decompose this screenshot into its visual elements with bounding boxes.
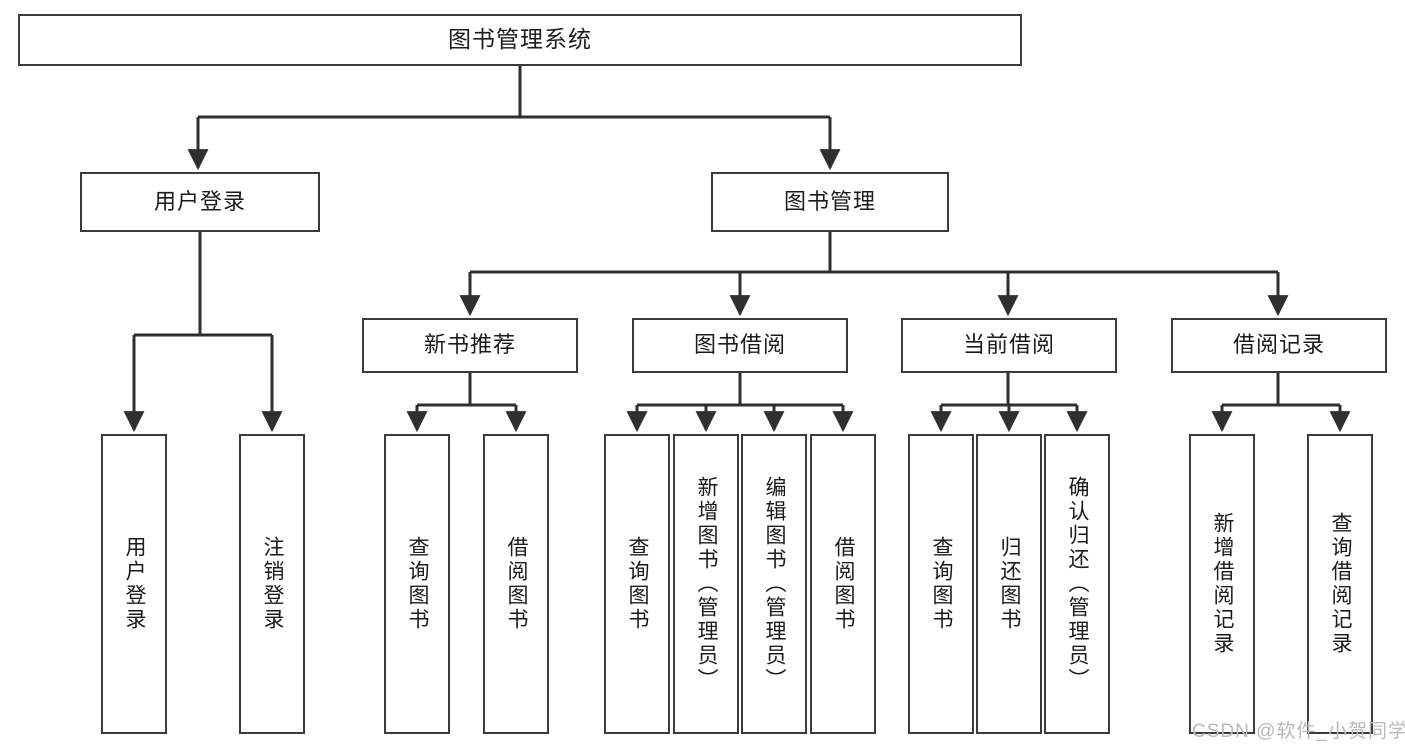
node-current-borrow[interactable]: 当前借阅 — [901, 318, 1117, 373]
node-book-manage[interactable]: 图书管理 — [711, 172, 949, 232]
node-leaf-user-logout[interactable]: 注销登录 — [239, 434, 305, 734]
node-book-borrow[interactable]: 图书借阅 — [632, 318, 848, 373]
node-leaf-borrow-add-label: 新增图书（管理员） — [695, 476, 719, 692]
node-leaf-rec-query-label: 查询图书 — [406, 536, 430, 632]
node-new-book-rec[interactable]: 新书推荐 — [362, 318, 578, 373]
node-leaf-rec-add-label: 新增借阅记录 — [1211, 512, 1235, 656]
node-leaf-rec-search[interactable]: 查询借阅记录 — [1307, 434, 1373, 734]
node-leaf-rec-search-label: 查询借阅记录 — [1329, 512, 1353, 656]
node-user-login[interactable]: 用户登录 — [80, 172, 320, 232]
node-leaf-borrow-query-label: 查询图书 — [626, 536, 650, 632]
node-leaf-borrow-edit[interactable]: 编辑图书（管理员） — [741, 434, 807, 734]
node-root-label: 图书管理系统 — [448, 26, 592, 53]
node-leaf-cur-return[interactable]: 归还图书 — [976, 434, 1042, 734]
node-borrow-record[interactable]: 借阅记录 — [1171, 318, 1387, 373]
node-leaf-cur-query-label: 查询图书 — [930, 536, 954, 632]
node-leaf-borrow-query[interactable]: 查询图书 — [604, 434, 670, 734]
node-current-borrow-label: 当前借阅 — [962, 332, 1055, 358]
node-leaf-borrow-lend[interactable]: 借阅图书 — [810, 434, 876, 734]
node-new-book-rec-label: 新书推荐 — [423, 332, 516, 358]
node-user-login-label: 用户登录 — [153, 188, 246, 214]
node-leaf-user-login-label: 用户登录 — [123, 536, 147, 632]
node-leaf-cur-query[interactable]: 查询图书 — [908, 434, 974, 734]
node-borrow-record-label: 借阅记录 — [1232, 332, 1325, 358]
node-leaf-borrow-lend-label: 借阅图书 — [832, 536, 856, 632]
node-book-manage-label: 图书管理 — [783, 188, 876, 214]
watermark: CSDN @软件_小贺同学 — [1192, 721, 1405, 742]
node-leaf-rec-borrow[interactable]: 借阅图书 — [483, 434, 549, 734]
node-leaf-cur-confirm-label: 确认归还（管理员） — [1066, 476, 1090, 692]
node-root[interactable]: 图书管理系统 — [18, 14, 1022, 66]
node-leaf-cur-return-label: 归还图书 — [998, 536, 1022, 632]
node-leaf-borrow-add[interactable]: 新增图书（管理员） — [673, 434, 739, 734]
node-leaf-user-logout-label: 注销登录 — [261, 536, 285, 632]
node-leaf-cur-confirm[interactable]: 确认归还（管理员） — [1044, 434, 1110, 734]
node-leaf-user-login[interactable]: 用户登录 — [101, 434, 167, 734]
node-leaf-borrow-edit-label: 编辑图书（管理员） — [763, 476, 787, 692]
node-leaf-rec-add[interactable]: 新增借阅记录 — [1189, 434, 1255, 734]
node-leaf-rec-query[interactable]: 查询图书 — [384, 434, 450, 734]
node-leaf-rec-borrow-label: 借阅图书 — [505, 536, 529, 632]
node-book-borrow-label: 图书借阅 — [693, 332, 786, 358]
